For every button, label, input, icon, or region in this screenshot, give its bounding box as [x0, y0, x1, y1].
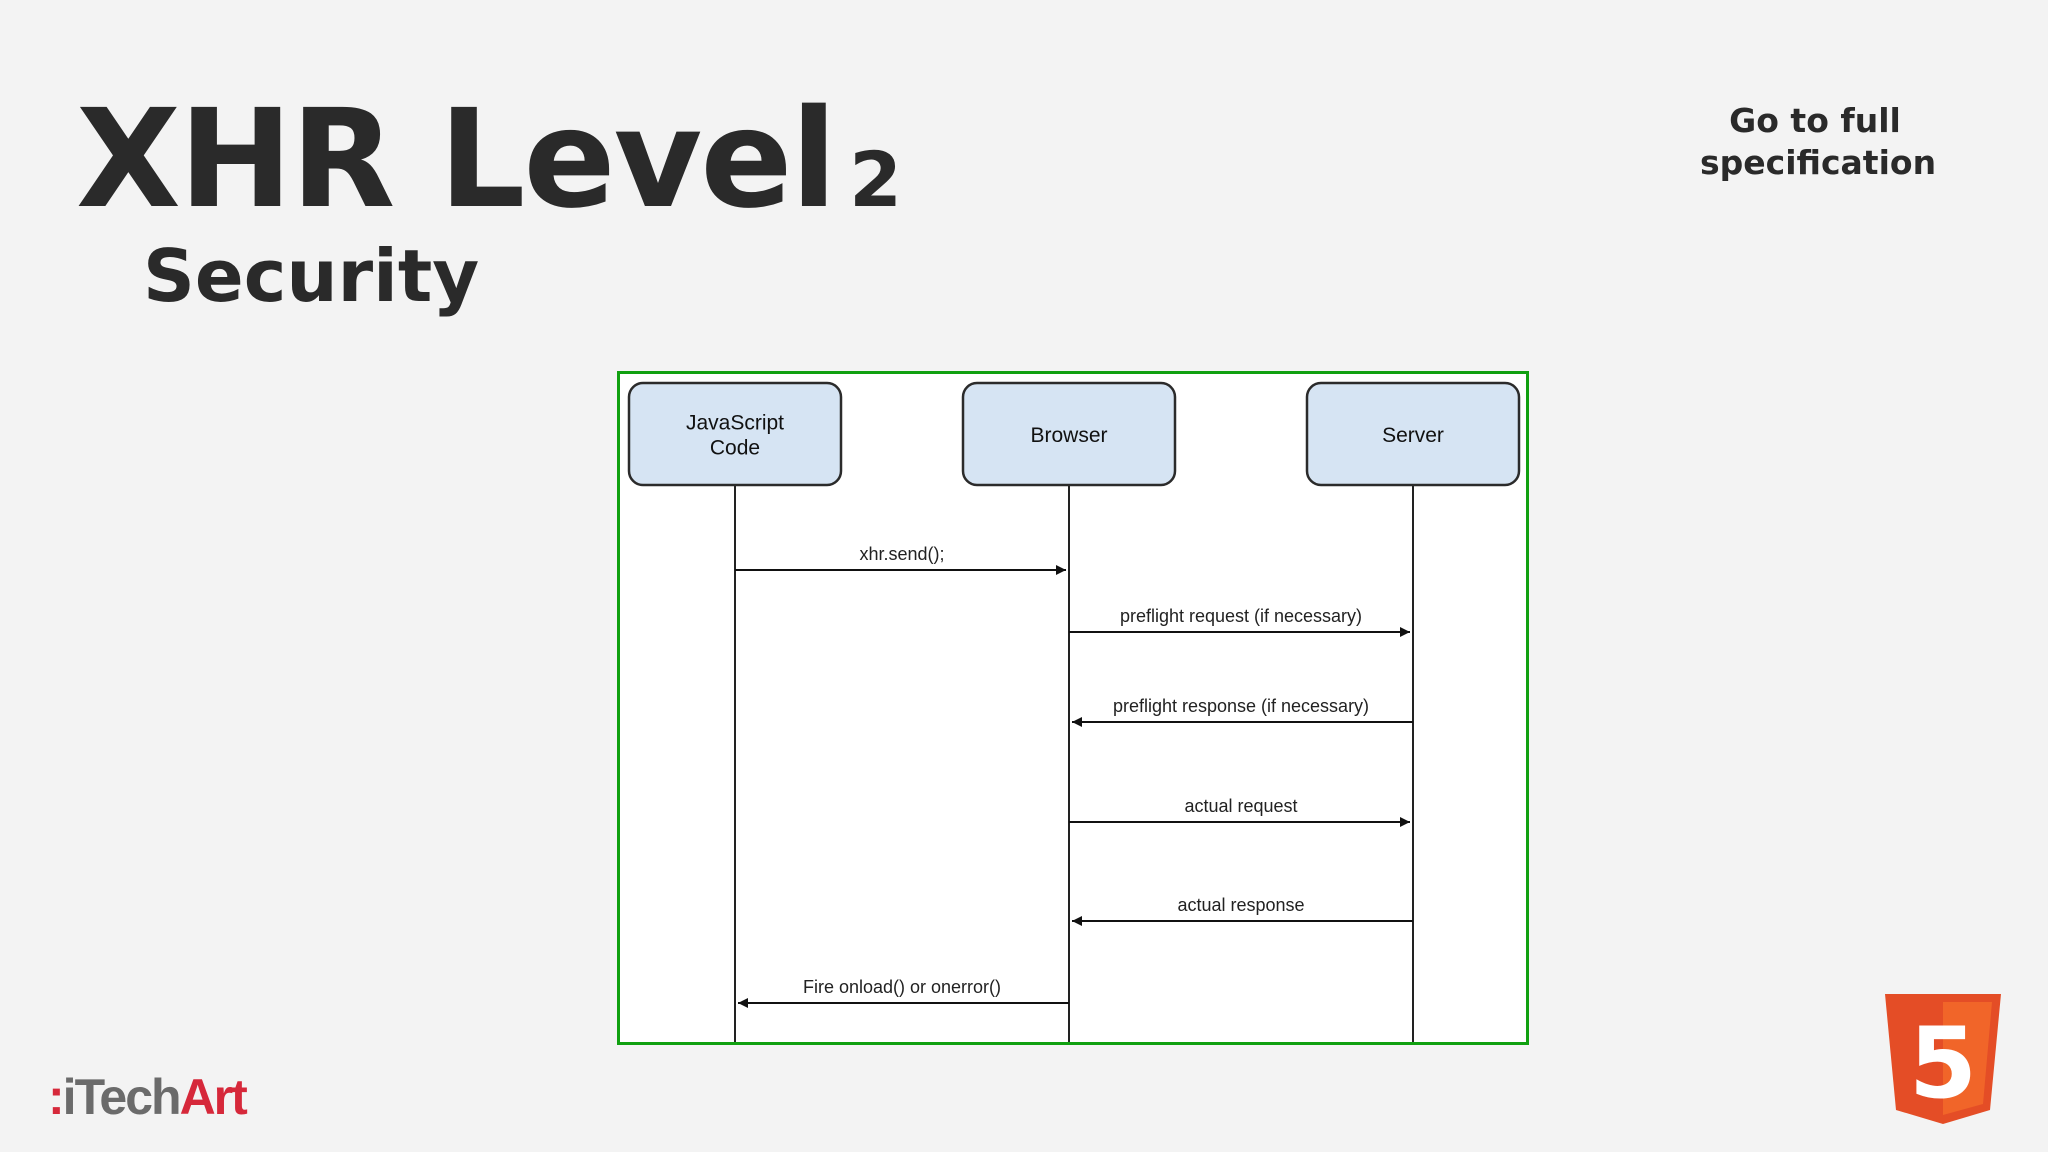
full-spec-link[interactable]: Go to full specification [1700, 100, 1937, 184]
html5-shield-icon: 5 [1885, 994, 2001, 1124]
logo-art: Art [179, 1069, 248, 1125]
logo-i: i [62, 1069, 77, 1125]
message-label-4: actual request [1184, 796, 1297, 816]
itechart-logo: :iTechArt [48, 1069, 248, 1125]
spec-link-line1: Go to full [1729, 101, 1901, 140]
participant-box-server [1305, 381, 1521, 487]
participant-label-server: Server [1382, 424, 1444, 447]
participant-label-browser: Browser [1030, 424, 1107, 447]
logo-dots: : [48, 1069, 65, 1125]
slide-title-main: XHR Level [76, 81, 837, 239]
message-label-3: preflight response (if necessary) [1113, 696, 1369, 716]
spec-link-line2: specification [1700, 143, 1937, 182]
message-label-2: preflight request (if necessary) [1120, 606, 1362, 626]
message-label-1: xhr.send(); [859, 544, 944, 564]
html5-shield-inner [1943, 1002, 1992, 1115]
participant-box-browser [961, 381, 1177, 487]
html5-digit: 5 [1909, 1007, 1977, 1121]
slide-subtitle: Security [143, 234, 480, 318]
logo-tech: Tech [74, 1069, 182, 1125]
message-label-6: Fire onload() or onerror() [803, 977, 1001, 997]
message-label-5: actual response [1177, 895, 1304, 915]
participant-box-js [627, 381, 843, 487]
participant-label-js: JavaScript [686, 412, 784, 435]
participant-label-js: Code [710, 437, 760, 460]
slide-title-level: 2 [849, 135, 903, 224]
